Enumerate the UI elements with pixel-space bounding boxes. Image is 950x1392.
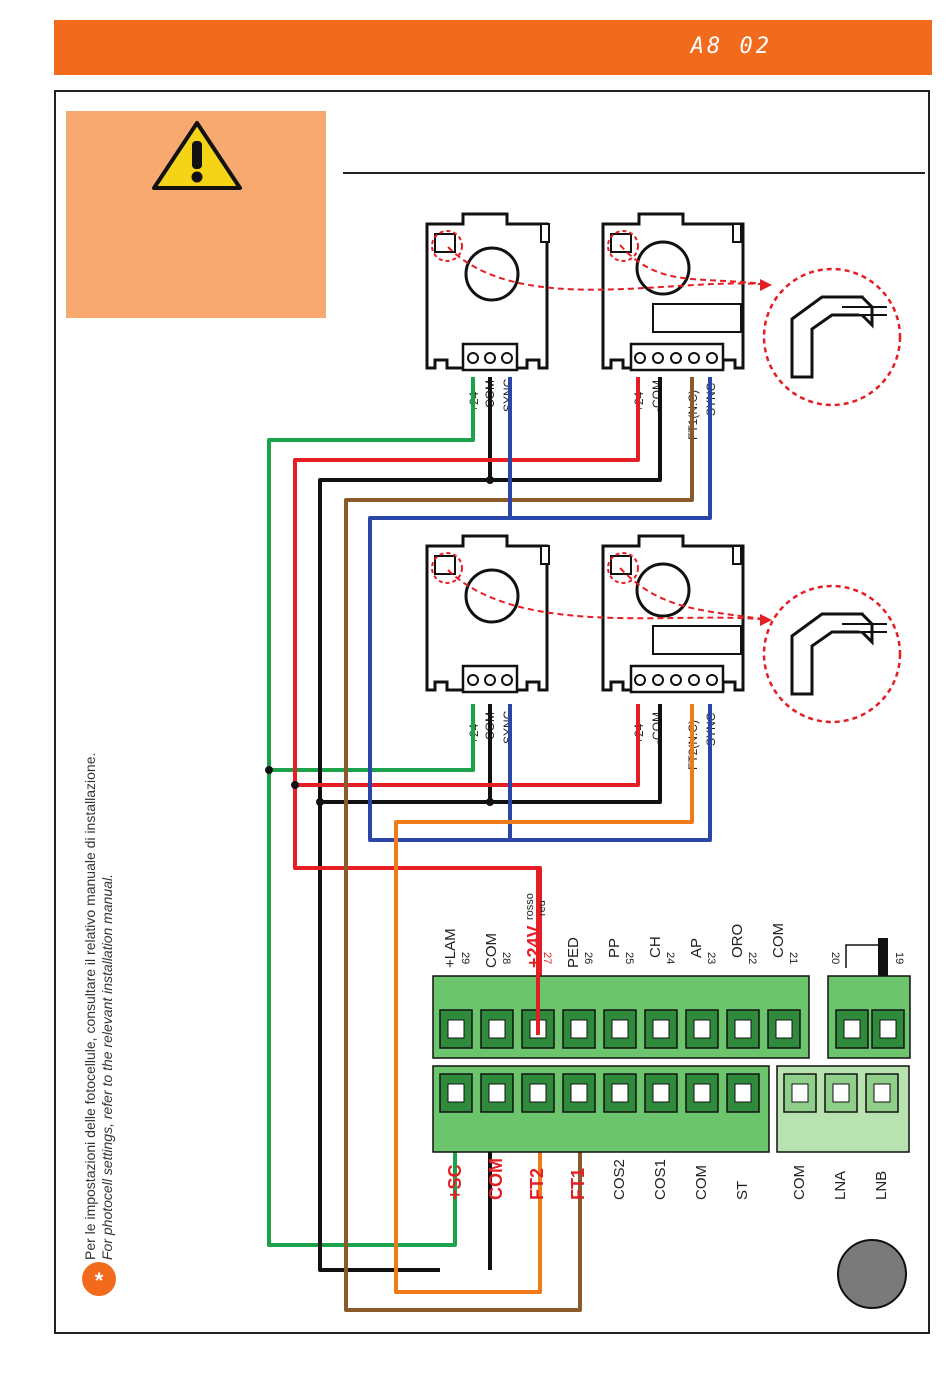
- jumper-callout-arrow: [447, 569, 771, 621]
- wire-brown: [344, 377, 694, 1312]
- svg-text:28: 28: [500, 952, 512, 964]
- bottom-terminal-labels: +SC COM FT2 FT1 COS2 COS1 COM ST COM LNA…: [445, 1158, 890, 1200]
- wire-junctions: [265, 476, 494, 806]
- terminal-block-bottom: [432, 1065, 910, 1153]
- jumper-callout-arrow: [619, 567, 771, 621]
- term-label-ch: CH: [647, 936, 664, 958]
- svg-text:23: 23: [705, 952, 717, 964]
- photocell-tx-1: [425, 212, 551, 372]
- wire-black: [318, 377, 492, 1272]
- note-asterisk-icon: *: [82, 1262, 116, 1296]
- top-terminal-labels: +LAM COM +24V PED PP CH AP ORO COM: [442, 923, 787, 968]
- term-label-ft1: FT1: [568, 1168, 588, 1200]
- term-label-sc: +SC: [445, 1164, 465, 1200]
- wire-red-2: [295, 704, 640, 787]
- svg-text:26: 26: [582, 952, 594, 964]
- jumper-callout-arrow: [619, 244, 771, 286]
- jumper-callout-arrow: [447, 246, 771, 291]
- wire-green: [267, 377, 475, 1247]
- page-code: A8 02: [690, 34, 772, 59]
- top-terminal-numbers: 29 28 27 26 25 24 23 22 21 20 19: [459, 952, 905, 964]
- svg-text:24: 24: [664, 952, 676, 964]
- term-label-ft2: FT2: [527, 1168, 547, 1200]
- photocell-tx-2: [425, 534, 551, 694]
- term-label-com: COM: [483, 933, 500, 968]
- term-label-lam: +LAM: [442, 928, 459, 968]
- header-bar: A8 02: [54, 20, 932, 75]
- jumper-detail-1: [762, 267, 902, 407]
- term-label-st: ST: [734, 1181, 751, 1200]
- rx1-terminal-labels: +24 -COM FT1(N.C) SYNC: [632, 380, 718, 440]
- term-label-lnb: LNB: [873, 1171, 890, 1200]
- wire-green-2: [269, 704, 475, 772]
- photocell-rx-2: [601, 534, 745, 694]
- wire-black-rx1: [490, 377, 662, 482]
- term-label-pp: PP: [606, 938, 623, 958]
- svg-text:20: 20: [829, 952, 841, 964]
- term-label-ped: PED: [565, 937, 582, 968]
- warning-box: [66, 111, 326, 318]
- warning-icon: [152, 121, 242, 190]
- svg-text:27: 27: [541, 952, 553, 964]
- svg-text:29: 29: [459, 952, 471, 964]
- board-knob: [837, 1239, 907, 1309]
- term-label-cos1: COS1: [652, 1159, 669, 1200]
- wire-blue: [368, 377, 712, 842]
- diagram-frame: [54, 90, 930, 1334]
- wire-black-rx2: [490, 704, 662, 804]
- wire-orange: [394, 704, 694, 1294]
- term-label-ap: AP: [688, 938, 705, 958]
- term-label-lna: LNA: [832, 1171, 849, 1200]
- jumper-detail-2: [762, 584, 902, 724]
- term-label-com2: COM: [770, 923, 787, 958]
- arrowhead-icon: [760, 614, 772, 626]
- term-label-oro: ORO: [729, 924, 746, 958]
- section-divider: [343, 172, 925, 174]
- term-label-com-c: COM: [693, 1165, 710, 1200]
- term-label-com-b: COM: [486, 1158, 506, 1200]
- svg-text:21: 21: [787, 952, 799, 964]
- svg-text:22: 22: [746, 952, 758, 964]
- svg-text:25: 25: [623, 952, 635, 964]
- rx2-terminal-labels: +24 -COM FT2(N.C) SYNC: [632, 712, 718, 770]
- terminal-block-top: [432, 868, 911, 1059]
- term-label-cos2: COS2: [611, 1159, 628, 1200]
- arrowhead-icon: [760, 279, 772, 291]
- term-label-com-d: COM: [791, 1165, 808, 1200]
- term-label-24v: +24V: [524, 925, 544, 968]
- svg-text:19: 19: [893, 952, 905, 964]
- photocell-rx-1: [601, 212, 745, 372]
- wire-note-it: rosso: [524, 893, 536, 920]
